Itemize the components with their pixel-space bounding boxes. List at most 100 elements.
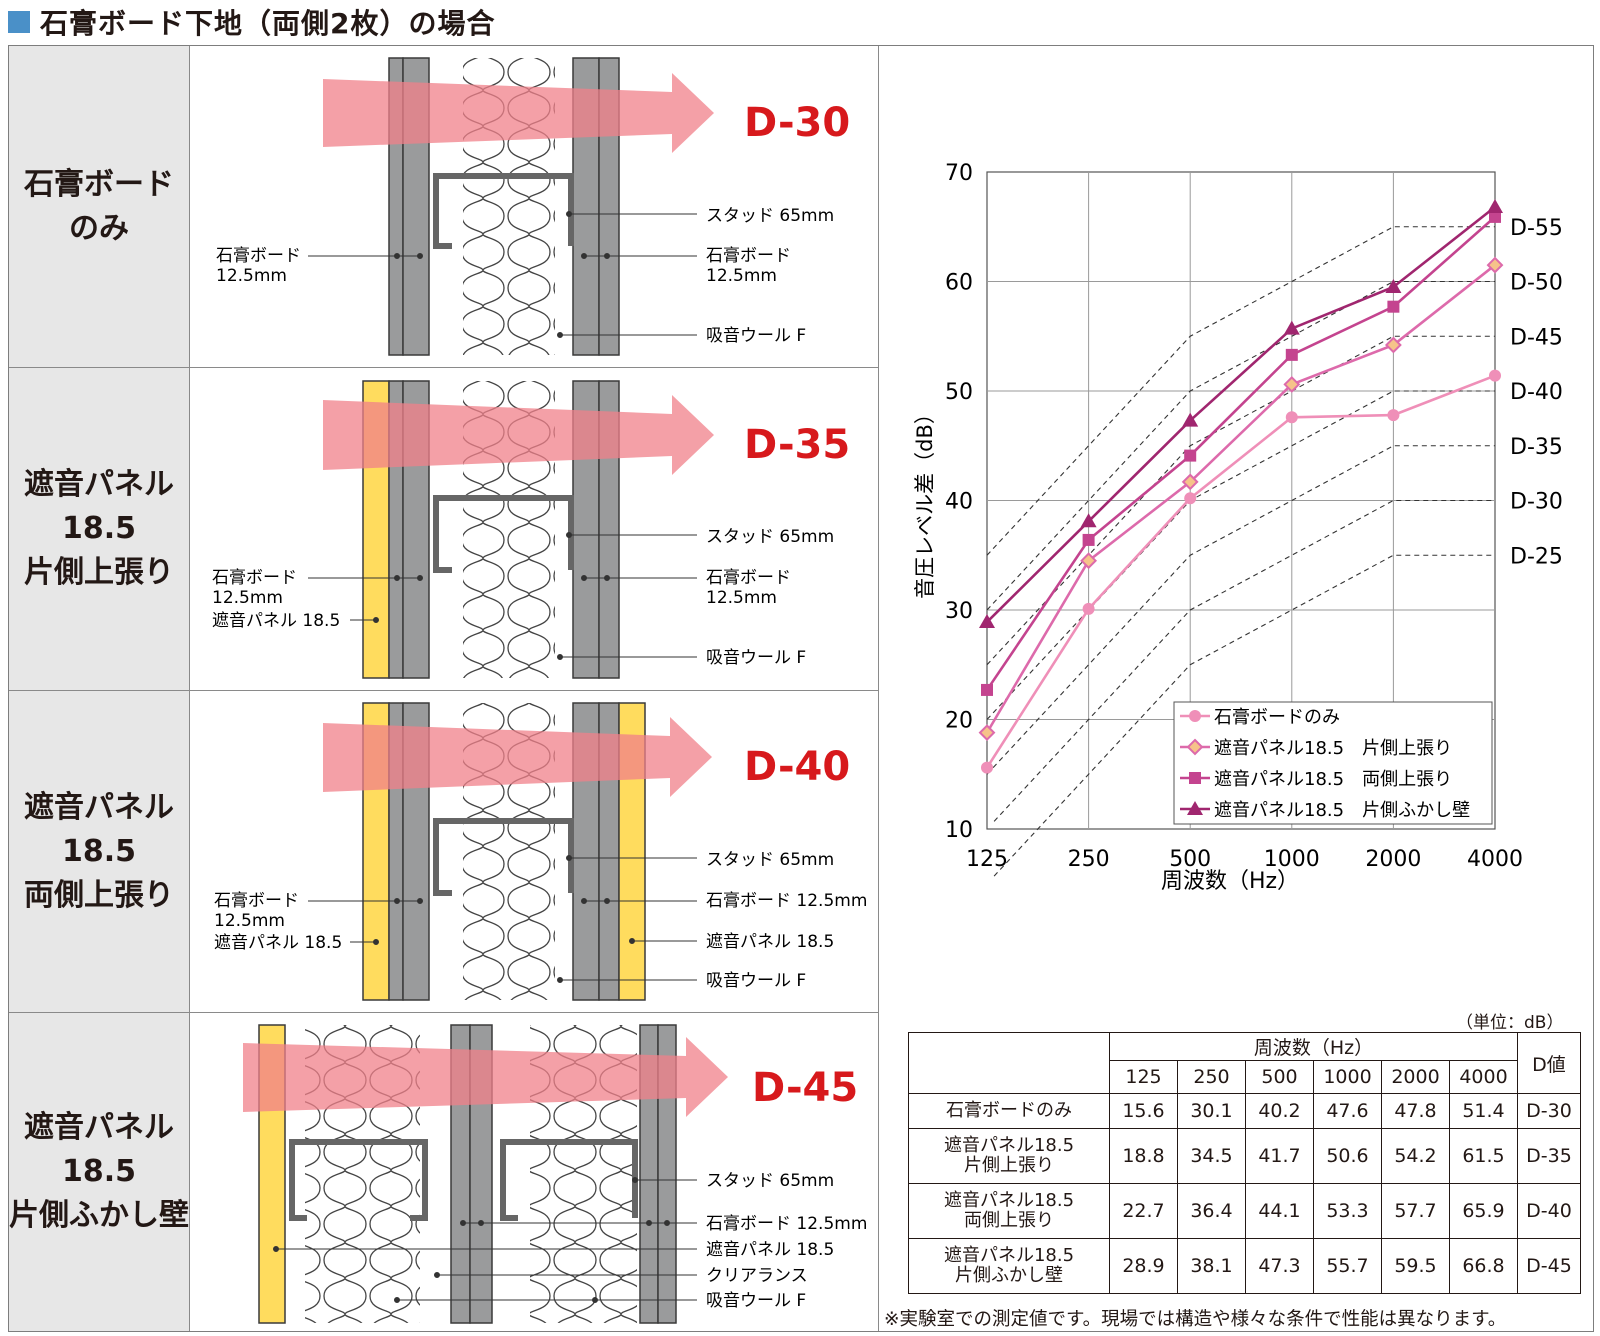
y-tick-label: 20 <box>945 709 973 734</box>
table-cell: 65.9 <box>1449 1183 1518 1239</box>
table-cell-d: D-40 <box>1517 1183 1581 1239</box>
table-header-d: D値 <box>1517 1032 1581 1094</box>
callout-clearance: クリアランス <box>706 1266 808 1286</box>
callout-stud: スタッド 65mm <box>706 206 834 226</box>
d-curve-label: D-40 <box>1510 380 1563 405</box>
marker-circle <box>1082 602 1095 615</box>
table-header-cell: 4000 <box>1449 1060 1518 1094</box>
marker-square <box>1082 533 1095 546</box>
callout-wool: 吸音ウール F <box>706 971 806 991</box>
table-header-cell: 500 <box>1245 1060 1314 1094</box>
table-header-cell: 2000 <box>1381 1060 1450 1094</box>
table-cell: 50.6 <box>1313 1128 1382 1184</box>
callout-board: 石膏ボード 12.5mm <box>706 1213 867 1234</box>
table-cell: 22.7 <box>1109 1183 1178 1239</box>
stud <box>500 1139 638 1221</box>
table-cell: 47.8 <box>1381 1093 1450 1129</box>
stud <box>433 818 574 896</box>
marker-triangle <box>1187 801 1203 815</box>
table-corner <box>908 1032 1110 1094</box>
marker-diamond <box>1283 376 1301 393</box>
marker-diamond <box>1486 256 1504 274</box>
row-label-3: 遮音パネル 18.5 両側上張り <box>9 691 189 1012</box>
marker-diamond <box>1080 552 1098 570</box>
table-cell: 40.2 <box>1245 1093 1314 1129</box>
row-divider <box>9 367 879 368</box>
d-curves: D-25D-30D-35D-40D-45D-50D-55 <box>986 216 1563 877</box>
marker-square <box>1489 210 1501 223</box>
marker-diamond <box>1181 473 1199 491</box>
table-header-cell: 1000 <box>1313 1060 1382 1094</box>
page-title: 石膏ボード下地（両側2枚）の場合 <box>40 7 496 40</box>
legend-entry: 遮音パネル18.5 両側上張り <box>1214 769 1452 790</box>
marker-square <box>1184 449 1197 462</box>
column-divider <box>878 46 879 1331</box>
diagram-row-4: D-45 スタッド 65mm 石膏ボード 12.5mm 遮音パネル 18.5 ク… <box>243 1024 867 1324</box>
unit-label: （単位：dB） <box>1456 1013 1564 1033</box>
table-cell: 61.5 <box>1449 1128 1518 1184</box>
table-cell: 36.4 <box>1177 1183 1246 1239</box>
table-cell: 66.8 <box>1449 1238 1518 1294</box>
callout-panel: 遮音パネル 18.5 <box>706 1240 834 1260</box>
d-curve-line <box>986 280 1495 611</box>
table-cell-d: D-30 <box>1517 1093 1581 1129</box>
d-curve-line <box>993 499 1495 822</box>
marker-circle <box>981 761 993 774</box>
stud <box>433 173 574 249</box>
marker-diamond <box>978 724 996 742</box>
marker-circle <box>1285 411 1298 424</box>
y-tick-label: 60 <box>945 271 973 296</box>
table-cell: 18.8 <box>1109 1128 1178 1184</box>
d-curve-line <box>993 554 1495 877</box>
marker-triangle <box>979 614 995 629</box>
marker-circle <box>1184 492 1197 505</box>
x-tick-label: 4000 <box>1467 847 1523 872</box>
title-square-icon <box>8 11 30 33</box>
d-value-label: D-35 <box>744 422 850 468</box>
chart-series <box>978 199 1504 774</box>
legend-box <box>1173 701 1493 825</box>
marker-circle <box>1387 409 1400 422</box>
marker-square <box>1285 348 1298 361</box>
callout-wool: 吸音ウール F <box>706 326 806 346</box>
legend-entry: 石膏ボードのみ <box>1214 706 1340 728</box>
y-tick-label: 10 <box>945 818 973 843</box>
table-cell-d: D-45 <box>1517 1238 1581 1294</box>
marker-triangle <box>1487 199 1503 214</box>
legend-entry: 遮音パネル18.5 片側上張り <box>1214 738 1452 759</box>
d-curve-label: D-30 <box>1510 490 1563 515</box>
table-cell: 59.5 <box>1381 1238 1450 1294</box>
series-line <box>985 374 1496 769</box>
marker-square <box>1387 300 1400 313</box>
callout-left-panel: 遮音パネル 18.5 <box>212 611 340 631</box>
d-curve-label: D-35 <box>1510 435 1563 460</box>
table-cell: 47.6 <box>1313 1093 1382 1129</box>
table-cell: 55.7 <box>1313 1238 1382 1294</box>
d-curve-label: D-25 <box>1510 544 1563 569</box>
row-label-4: 遮音パネル 18.5 片側ふかし壁 <box>9 1013 189 1331</box>
title-bar: 石膏ボード下地（両側2枚）の場合 <box>8 2 495 42</box>
x-tick-label: 1000 <box>1264 847 1320 872</box>
sound-arrow <box>323 717 712 797</box>
y-tick-label: 40 <box>945 490 973 515</box>
marker-circle <box>1489 369 1501 382</box>
sound-arrow <box>323 73 714 153</box>
d-curve-label: D-50 <box>1510 271 1563 296</box>
d-value-label: D-40 <box>744 744 850 790</box>
table-cell: 44.1 <box>1245 1183 1314 1239</box>
marker-circle <box>1189 710 1201 722</box>
